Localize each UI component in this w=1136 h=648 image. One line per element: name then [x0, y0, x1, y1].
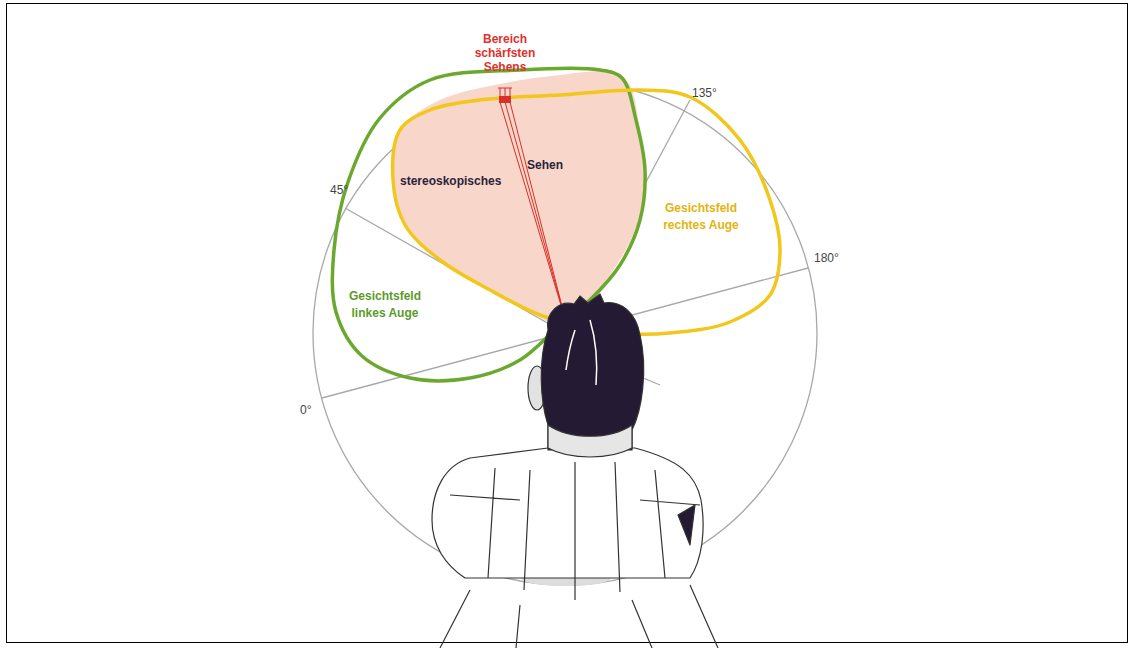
- region-outline: [385, 64, 655, 336]
- sharp-area-mark: [499, 96, 511, 103]
- region-label: Sehen: [527, 157, 563, 174]
- sharp-area-tick: [510, 88, 511, 96]
- stereo-region: stereoskopisches Sehen: [385, 64, 655, 336]
- shirt-fold: [450, 462, 700, 600]
- person: [432, 294, 718, 648]
- hair-part: [566, 320, 597, 385]
- field-label: Gesichtsfeld linkes Auge: [342, 288, 428, 322]
- angle-label: 0°: [300, 403, 311, 417]
- sharp-area-tick: [505, 88, 506, 96]
- field-label: Gesichtsfeld rechtes Auge: [656, 200, 746, 234]
- arm-line: [440, 585, 718, 648]
- sharp-area-tick: [498, 88, 512, 89]
- region-shape: [393, 90, 780, 334]
- angle-label: 135°: [692, 86, 717, 100]
- sharp-area-tick: [500, 88, 501, 96]
- collar: [548, 425, 632, 457]
- angle-label: 45°: [330, 183, 348, 197]
- shadow-mark: [678, 505, 695, 545]
- right-eye-field: Gesichtsfeld rechtes Auge: [386, 84, 786, 338]
- region-shape: [332, 68, 645, 381]
- angle-label: 180°: [814, 251, 839, 265]
- callout-label: Bereich schärfsten Sehens: [470, 32, 540, 74]
- region-label: stereoskopisches: [400, 173, 501, 190]
- shirt: [432, 448, 703, 578]
- head-hair: [541, 294, 643, 450]
